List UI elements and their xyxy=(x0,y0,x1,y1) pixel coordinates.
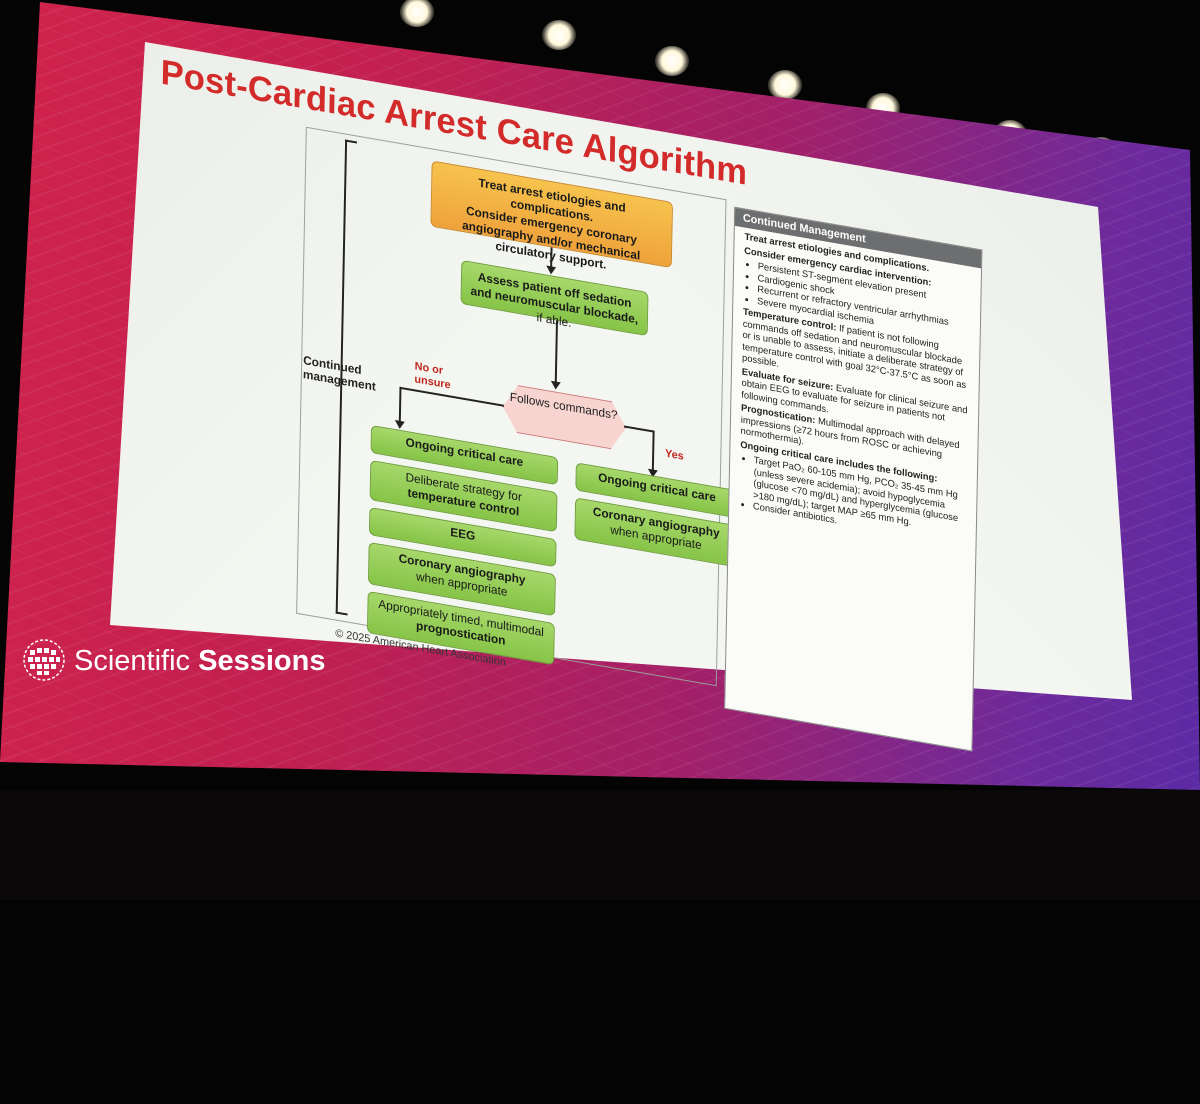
connector-arrow xyxy=(550,380,561,391)
ceiling-light xyxy=(655,46,689,76)
ceiling-light xyxy=(400,0,434,27)
scientific-sessions-brand: Scientific Sessions xyxy=(74,645,325,678)
brand-name-bold: Sessions xyxy=(198,645,326,677)
ceiling-light xyxy=(768,70,802,100)
ceiling-light xyxy=(542,20,576,50)
connector-line xyxy=(550,247,553,268)
stage-floor xyxy=(0,790,1200,900)
eeg-text: EEG xyxy=(450,524,476,544)
no-branch-arrow xyxy=(394,420,405,430)
panel-body: Treat arrest etiologies and complication… xyxy=(729,226,981,557)
continued-management-panel: Continued Management Treat arrest etiolo… xyxy=(724,206,983,752)
brand-name-normal: Scientific xyxy=(74,645,191,677)
scientific-sessions-logo-icon xyxy=(23,639,65,681)
connector-arrow xyxy=(546,265,557,276)
